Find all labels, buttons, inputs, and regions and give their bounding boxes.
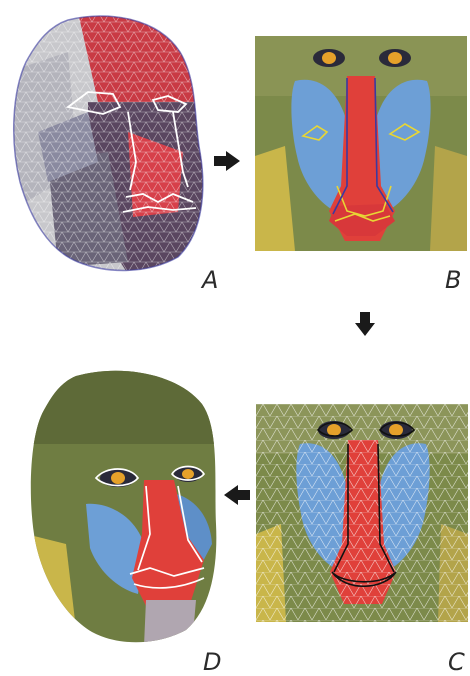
textured-face-image — [26, 364, 222, 646]
arrow-right-icon — [212, 150, 242, 172]
panel-a-mesh-face — [8, 12, 220, 274]
mesh-face-image — [8, 12, 220, 274]
panel-b-label: B — [445, 268, 461, 292]
panel-c-label: C — [448, 650, 465, 674]
panel-a-label: A — [202, 268, 218, 292]
panel-d-label: D — [203, 650, 221, 674]
mandrill-photo-image — [255, 36, 467, 251]
arrow-left-icon — [222, 484, 252, 506]
panel-c-meshed-photo — [256, 404, 468, 622]
arrow-down-icon — [354, 310, 376, 338]
meshed-photo-image — [256, 404, 468, 622]
panel-d-textured-face — [26, 364, 222, 646]
panel-b-mandrill-photo — [255, 36, 467, 251]
